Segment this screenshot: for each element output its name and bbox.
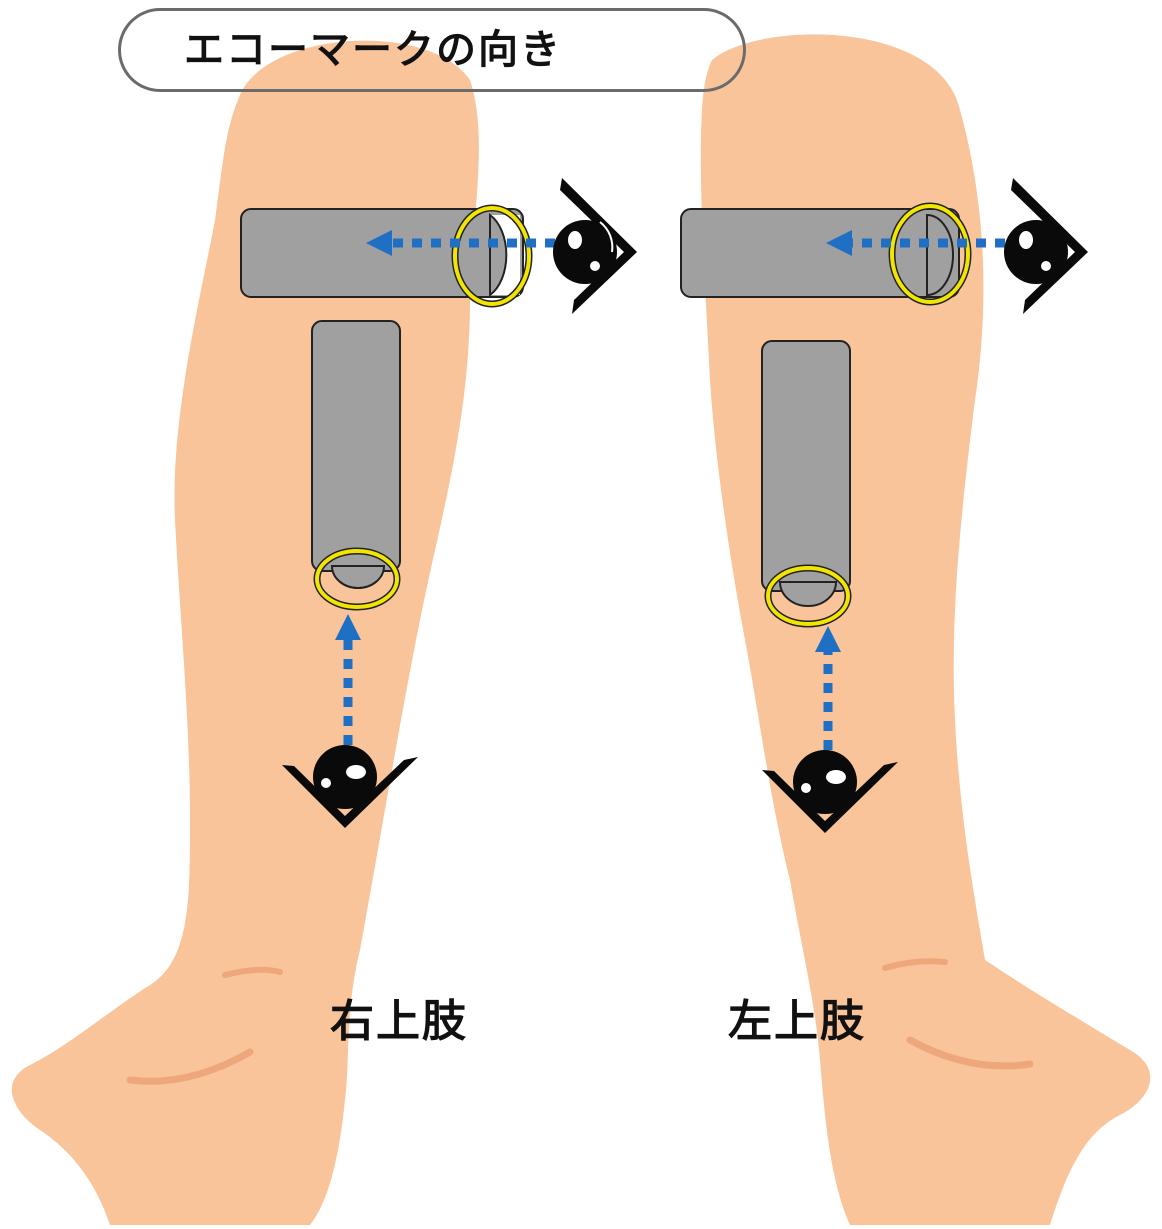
left-vertical-probe [762, 341, 850, 591]
right-arm [12, 41, 637, 1225]
right-horizontal-eye-icon [553, 178, 637, 314]
right-horizontal-probe [241, 209, 523, 297]
right-vertical-probe [312, 321, 400, 571]
left-horizontal-eye-icon [1004, 178, 1088, 314]
right-upper-limb-label: 右上肢 [330, 985, 468, 1049]
left-horizontal-probe [681, 209, 959, 297]
diagram-title: エコーマークの向き [118, 8, 628, 92]
left-upper-limb-label: 左上肢 [728, 985, 866, 1049]
